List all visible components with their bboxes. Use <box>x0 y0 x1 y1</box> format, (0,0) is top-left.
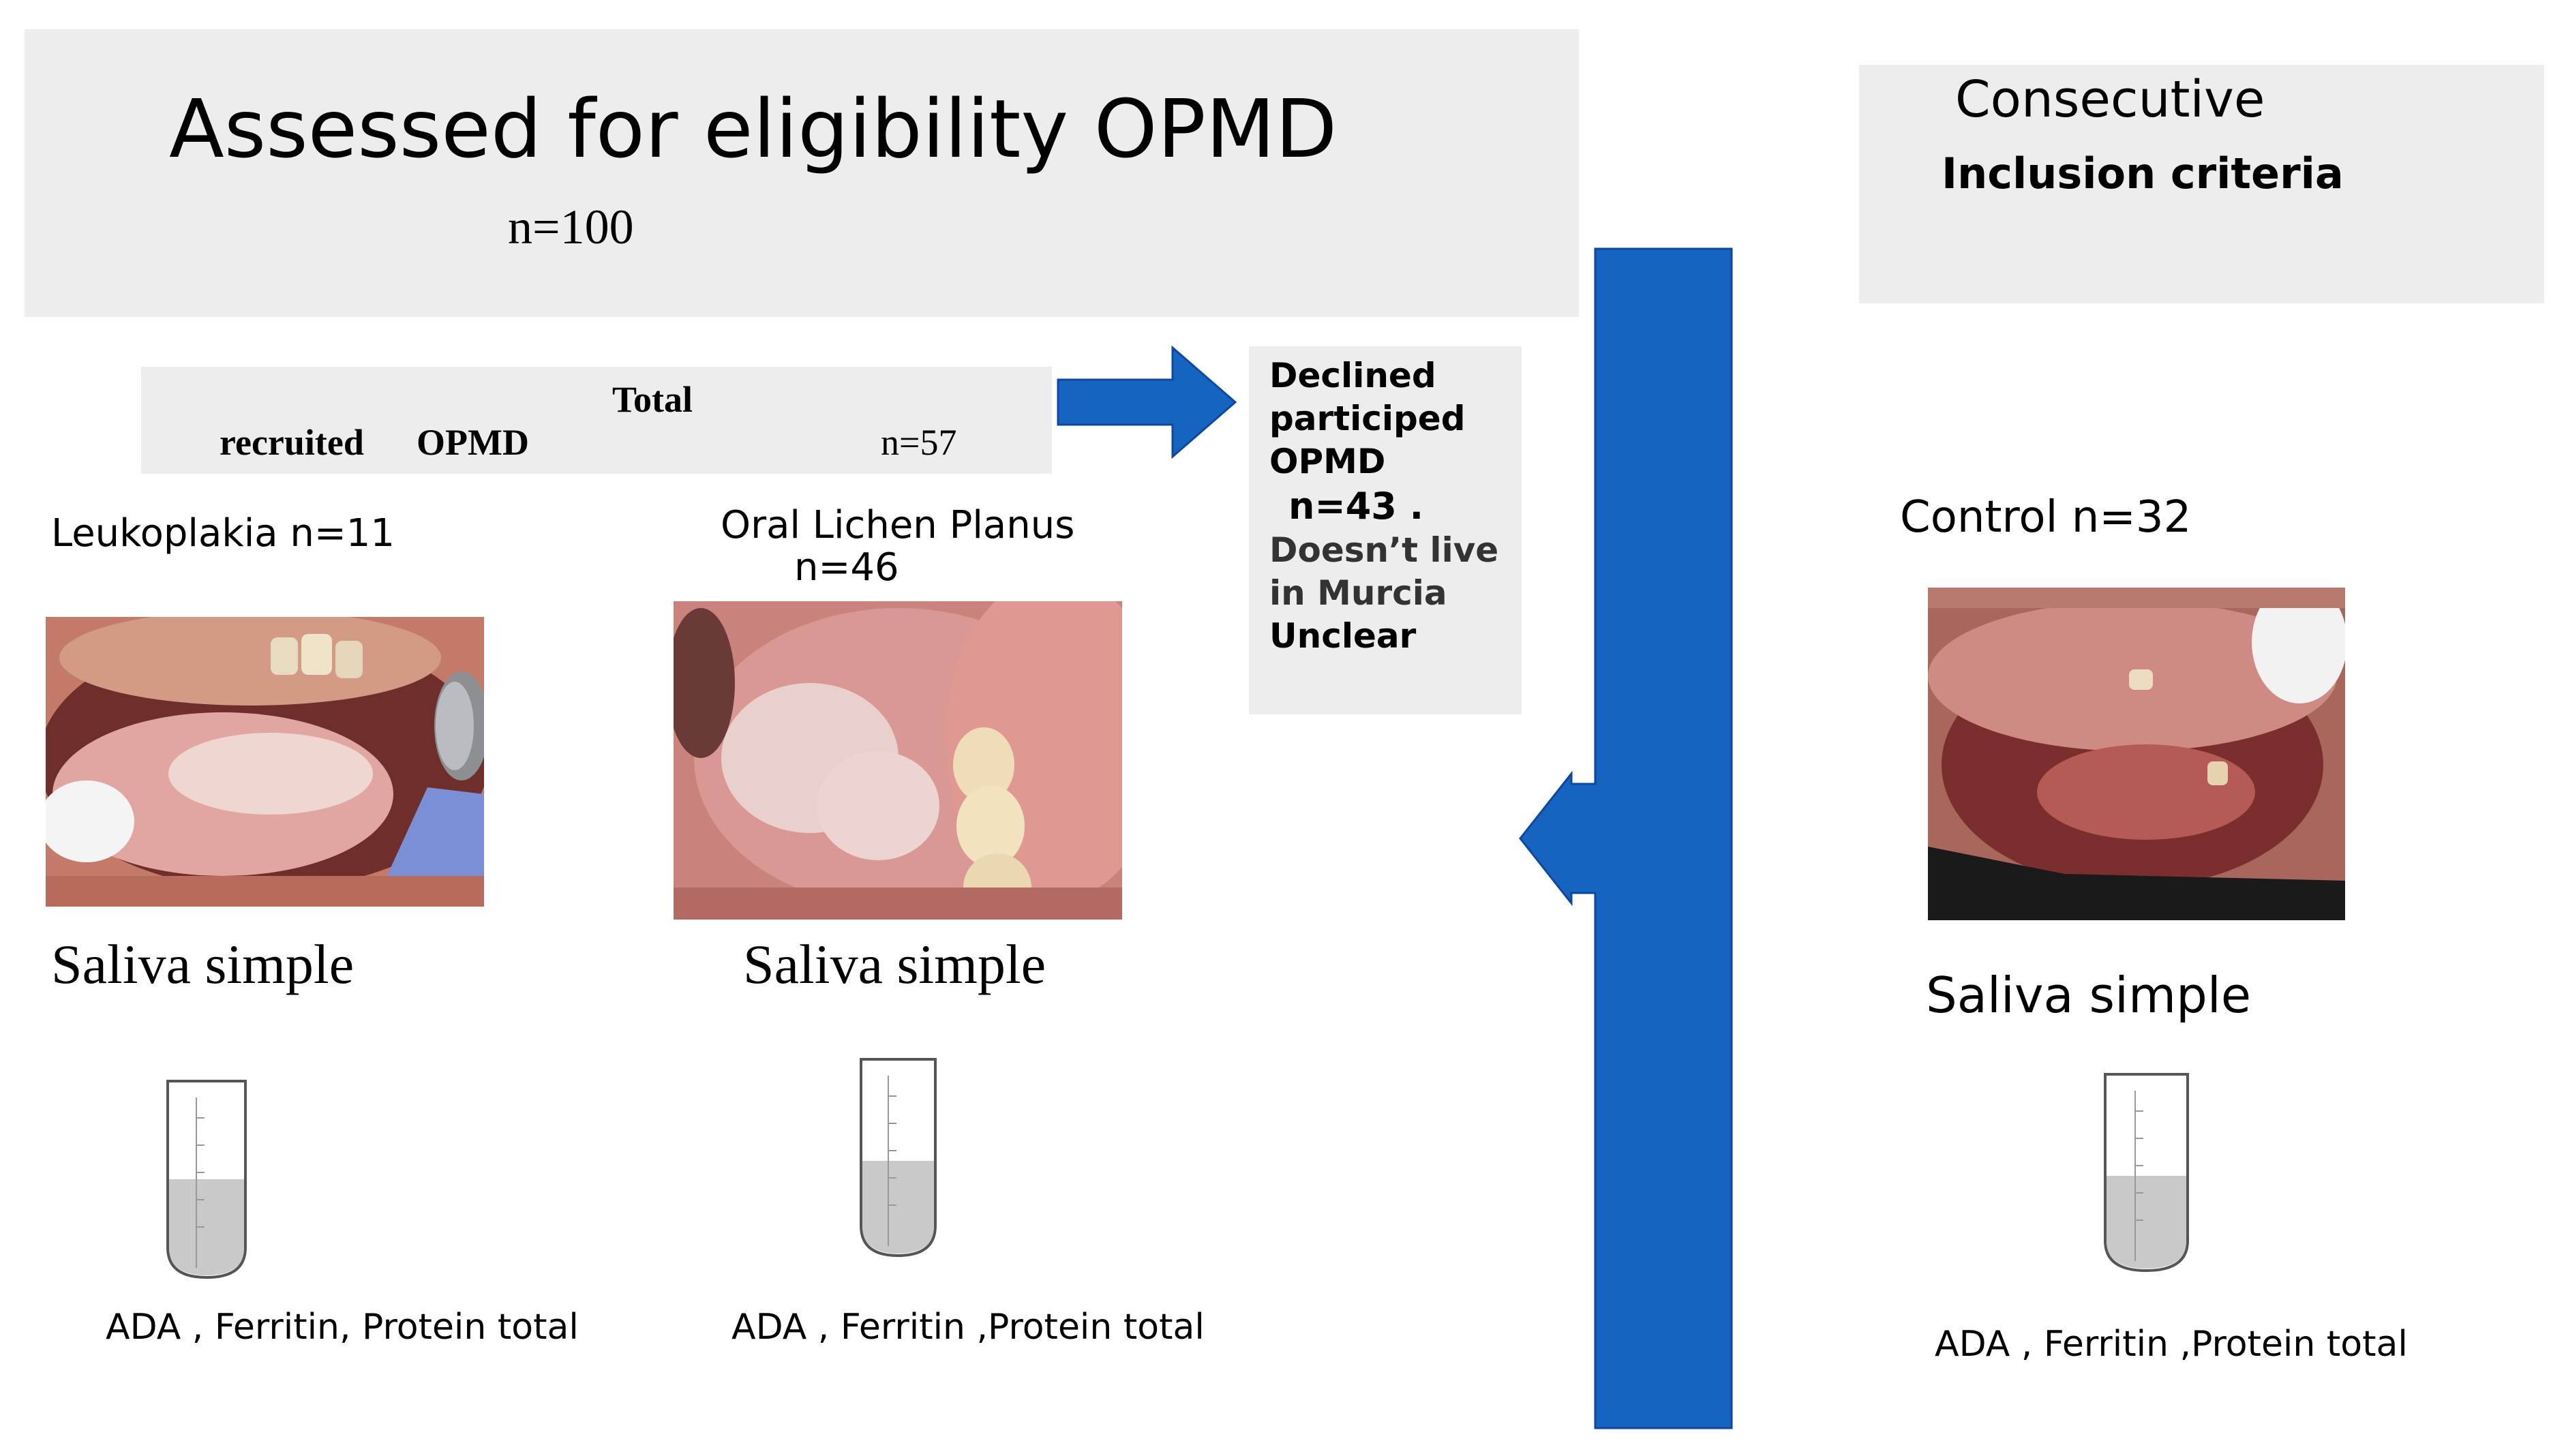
declined-line-6: in Murcia <box>1269 573 1447 613</box>
declined-line-7: Unclear <box>1269 616 1417 656</box>
eligibility-count: n=100 <box>508 200 634 254</box>
recruited-opmd-label: OPMD <box>417 422 529 463</box>
declined-line-1: Declined <box>1269 356 1436 395</box>
recruited-label: recruited <box>220 422 364 463</box>
declined-line-3: OPMD <box>1269 442 1386 481</box>
control-label: Control n=32 <box>1900 492 2192 543</box>
control-flow-arrow <box>1519 247 1733 1429</box>
olp-tube-icon <box>856 1055 941 1260</box>
control-tube-icon <box>2100 1070 2193 1275</box>
inclusion-line-consecutive: Consecutive <box>1955 70 2265 129</box>
olp-count: n=46 <box>794 545 899 590</box>
olp-sample-label: Saliva simple <box>743 933 1046 995</box>
inclusion-box <box>1859 65 2544 303</box>
leukoplakia-sample-label: Saliva simple <box>51 933 354 995</box>
leukoplakia-photo <box>46 617 484 907</box>
right-arrow <box>1057 345 1237 459</box>
control-sample-label: Saliva simple <box>1926 967 2252 1024</box>
declined-count: n=43 . <box>1288 485 1424 528</box>
olp-tests: ADA , Ferritin ,Protein total <box>731 1307 1205 1348</box>
recruited-count: n=57 <box>881 422 957 463</box>
control-tests: ADA , Ferritin ,Protein total <box>1935 1324 2408 1365</box>
recruited-total-label: Total <box>612 379 693 420</box>
olp-label: Oral Lichen Planus <box>721 503 1075 547</box>
leukoplakia-tests: ADA , Ferritin, Protein total <box>106 1307 579 1348</box>
declined-line-5: Doesn’t live <box>1269 530 1499 570</box>
control-photo <box>1928 588 2345 920</box>
eligibility-title: Assessed for eligibility OPMD <box>169 82 1338 176</box>
recruited-box <box>141 367 1052 474</box>
olp-photo <box>674 601 1122 920</box>
declined-line-2: participed <box>1269 399 1466 438</box>
leukoplakia-tube-icon <box>162 1077 251 1281</box>
inclusion-line-criteria: Inclusion criteria <box>1942 149 2344 198</box>
declined-box <box>1249 346 1522 714</box>
leukoplakia-label: Leukoplakia n=11 <box>51 511 395 556</box>
eligibility-box <box>25 29 1579 317</box>
